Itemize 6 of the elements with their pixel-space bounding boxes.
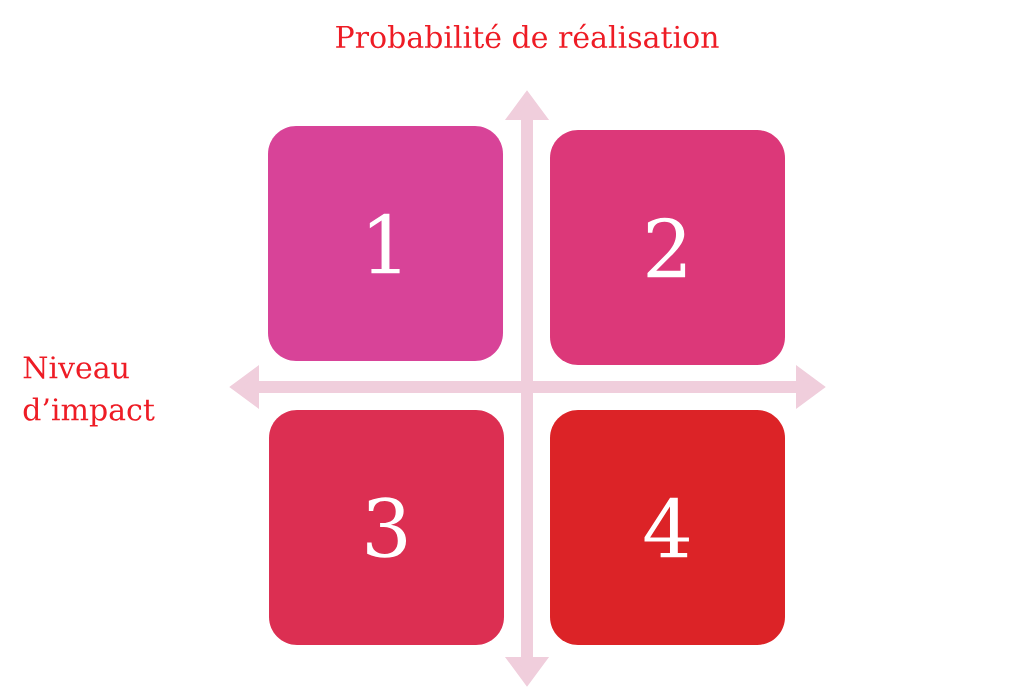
- axis-title: Niveau d’impact: [23, 356, 155, 427]
- axis-title: Probabilité de réalisation: [336, 23, 719, 49]
- number-tile: 4: [550, 410, 785, 645]
- number-tile: 1: [268, 126, 503, 361]
- number-tile: 3: [269, 410, 504, 645]
- number-tile: 2: [550, 130, 785, 365]
